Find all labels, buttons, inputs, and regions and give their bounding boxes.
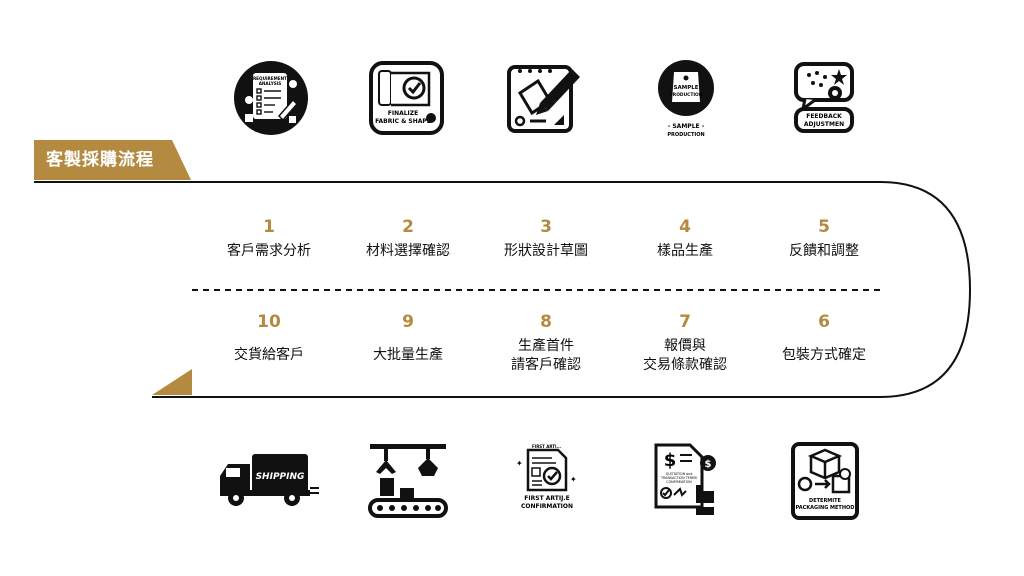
step-2: 2 材料選擇確認 — [333, 217, 483, 261]
step-label: 大批量生產 — [373, 347, 443, 363]
svg-text:REQUIREMENT: REQUIREMENT — [253, 76, 287, 81]
step-label-line2: 交易條款確認 — [643, 357, 727, 373]
sample-production-icon: SAMPLE PRODUCTION - SAMPLE - PRODUCTION — [654, 58, 718, 140]
svg-text:QUOTATION and: QUOTATION and — [666, 472, 693, 476]
step-1: 1 客戶需求分析 — [194, 217, 344, 261]
packaging-method-icon: DETERMITE PACKAGING METHOD — [791, 442, 859, 520]
step-7: 7 報價與 交易條款確認 — [610, 312, 760, 375]
shipping-truck-icon: SHIPPING — [218, 452, 320, 508]
title-banner — [34, 140, 191, 180]
banner-title: 客製採購流程 — [46, 150, 154, 170]
svg-text:FINALIZE: FINALIZE — [388, 110, 419, 117]
svg-text:ANALYSIS: ANALYSIS — [259, 81, 282, 86]
svg-text:✦: ✦ — [570, 475, 577, 484]
svg-text:ADJUSTMEN: ADJUSTMEN — [804, 121, 844, 128]
svg-text:PRODUCTION: PRODUCTION — [670, 92, 703, 98]
svg-text:CONFIRMATION: CONFIRMATION — [666, 480, 692, 484]
step-10: 10 交貨給客戶 — [194, 312, 344, 365]
svg-text:TRANSACTION TERMS: TRANSACTION TERMS — [660, 476, 697, 480]
svg-text:PACKAGING METHOD: PACKAGING METHOD — [796, 505, 855, 511]
step-number: 4 — [679, 217, 691, 237]
step-label: 材料選擇確認 — [366, 243, 450, 259]
feedback-adjustment-icon: FEEDBACK ADJUSTMEN — [793, 61, 855, 135]
step-label: 客戶需求分析 — [227, 243, 311, 259]
svg-text:- SAMPLE -: - SAMPLE - — [668, 123, 705, 130]
step-label-line2: 請客戶確認 — [511, 357, 581, 373]
step-label: 報價與 — [664, 338, 706, 354]
first-article-icon: FIRST ARTI... ✦ ✦ FIRST ARTIJ.E CONFIRMA… — [512, 442, 582, 516]
step-label: 包裝方式確定 — [782, 347, 866, 363]
svg-text:SHIPPING: SHIPPING — [256, 472, 305, 482]
step-number: 7 — [679, 312, 691, 332]
step-5: 5 反饋和調整 — [749, 217, 899, 261]
svg-text:SAMPLE: SAMPLE — [674, 85, 699, 91]
fabric-shape-icon: FINALIZE FABRIC & SHAPE — [369, 61, 444, 135]
step-9: 9 大批量生產 — [333, 312, 483, 365]
step-number: 3 — [540, 217, 552, 237]
step-label: 樣品生產 — [657, 243, 713, 259]
step-8: 8 生產首件 請客戶確認 — [471, 312, 621, 375]
sketch-design-icon — [506, 61, 586, 137]
svg-text:CONFIRMATION: CONFIRMATION — [521, 503, 573, 510]
quotation-icon: $ $ QUOTATION and TRANSACTION TERMS CONF… — [652, 441, 720, 521]
step-number: 5 — [818, 217, 830, 237]
svg-text:FIRST ARTIJ.E: FIRST ARTIJ.E — [524, 495, 569, 502]
svg-text:PRODUCTION: PRODUCTION — [667, 132, 704, 138]
step-number: 10 — [257, 312, 281, 332]
svg-text:✦: ✦ — [516, 459, 523, 468]
step-number: 2 — [402, 217, 414, 237]
mass-production-icon — [368, 442, 448, 520]
svg-text:FABRIC & SHAPE: FABRIC & SHAPE — [375, 118, 431, 125]
step-number: 9 — [402, 312, 414, 332]
svg-text:FEEDBACK: FEEDBACK — [806, 113, 842, 120]
step-number: 6 — [818, 312, 830, 332]
svg-text:$: $ — [664, 450, 677, 471]
svg-text:$: $ — [705, 459, 712, 470]
step-label: 反饋和調整 — [789, 243, 859, 259]
step-3: 3 形狀設計草圖 — [471, 217, 621, 261]
step-label: 形狀設計草圖 — [504, 243, 588, 259]
step-4: 4 樣品生產 — [610, 217, 760, 261]
step-6: 6 包裝方式確定 — [749, 312, 899, 365]
step-label: 生產首件 — [518, 338, 574, 354]
requirement-analysis-icon: REQUIREMENT ANALYSIS — [233, 60, 309, 136]
step-number: 1 — [263, 217, 275, 237]
step-number: 8 — [540, 312, 552, 332]
svg-text:DETERMITE: DETERMITE — [809, 498, 841, 504]
step-label: 交貨給客戶 — [234, 347, 304, 363]
svg-text:FIRST ARTI...: FIRST ARTI... — [532, 444, 562, 449]
